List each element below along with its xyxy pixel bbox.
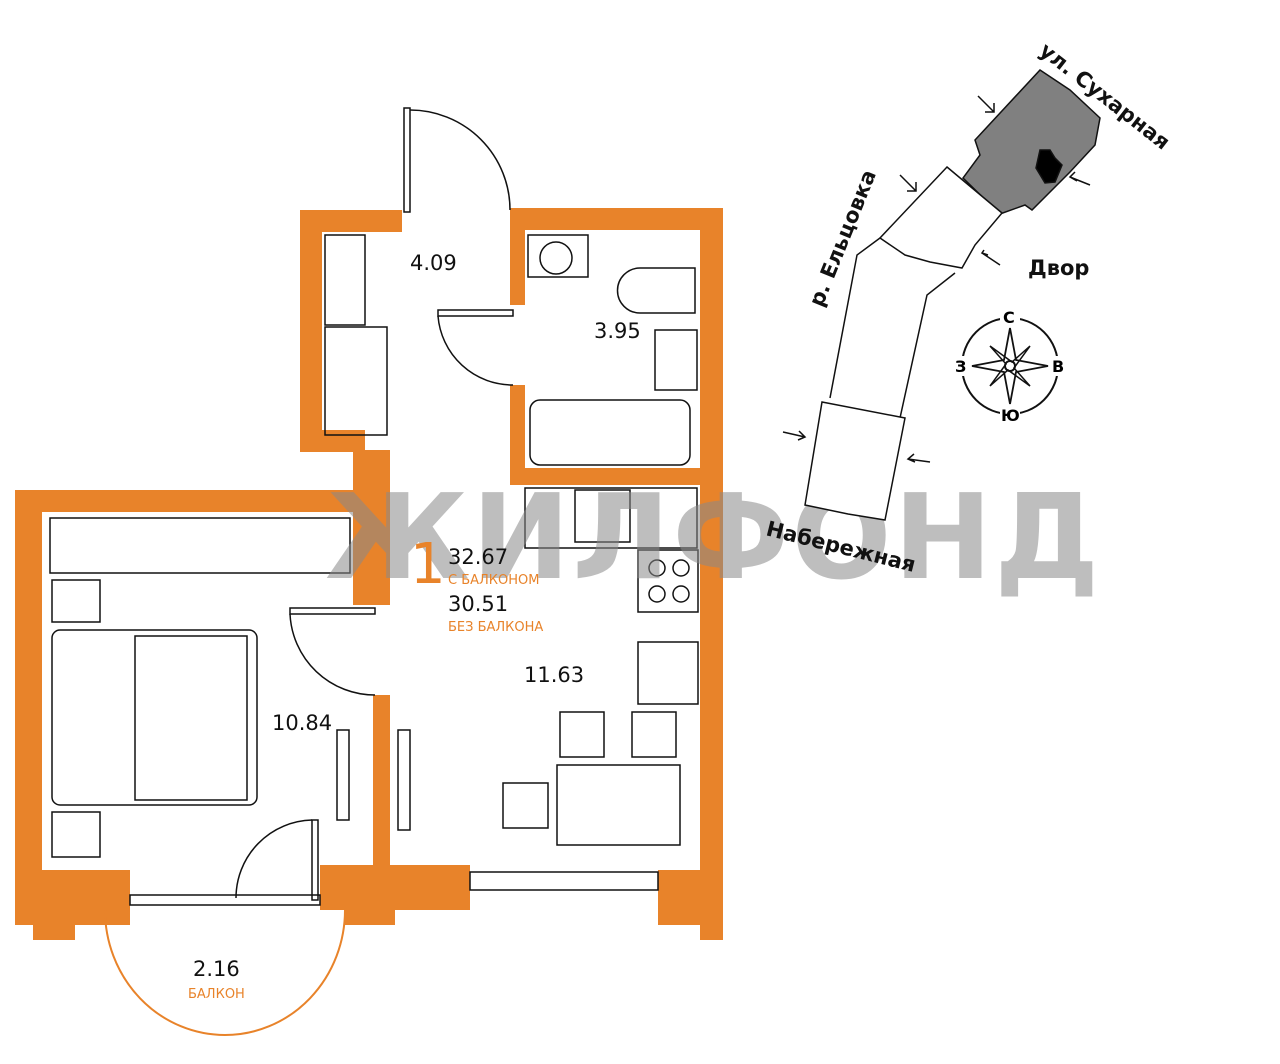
watermark: ЖИЛФОНД: [325, 468, 1101, 606]
compass-south: Ю: [1001, 406, 1020, 425]
bathroom-area: 3.95: [594, 319, 641, 343]
yard-label: Двор: [1028, 256, 1089, 280]
kitchen-area: 11.63: [524, 663, 584, 687]
compass-east: В: [1052, 357, 1064, 376]
balcony-outline: [104, 909, 346, 1036]
total-with-balcony: 32.67: [448, 545, 508, 569]
site-plan: [804, 69, 1101, 521]
building-south: [804, 401, 906, 521]
balcony-label: БАЛКОН: [188, 987, 245, 1002]
walls: [15, 208, 723, 940]
doors[interactable]: [235, 107, 514, 901]
furniture: [49, 234, 699, 858]
entry-arrows: [782, 95, 1091, 463]
river-eltsovka: р. Ельцовка: [804, 166, 881, 309]
apartment-marker: [1035, 149, 1063, 184]
compass-west: З: [955, 357, 966, 376]
compass-north: С: [1003, 308, 1015, 327]
bedroom-area: 10.84: [272, 711, 332, 735]
building-section: [878, 165, 1004, 269]
total-without-balcony: 30.51: [448, 592, 508, 616]
windows: [129, 871, 659, 906]
rooms-count: 1: [410, 532, 446, 597]
building-current: [962, 69, 1101, 215]
compass-labels: С Ю З В: [953, 307, 1066, 425]
total-without-balcony-label: БЕЗ БАЛКОНА: [448, 620, 543, 635]
compass-icon: [961, 317, 1059, 415]
balcony-area: 2.16: [193, 957, 240, 981]
hall-area: 4.09: [410, 251, 457, 275]
total-with-balcony-label: С БАЛКОНОМ: [448, 573, 539, 588]
